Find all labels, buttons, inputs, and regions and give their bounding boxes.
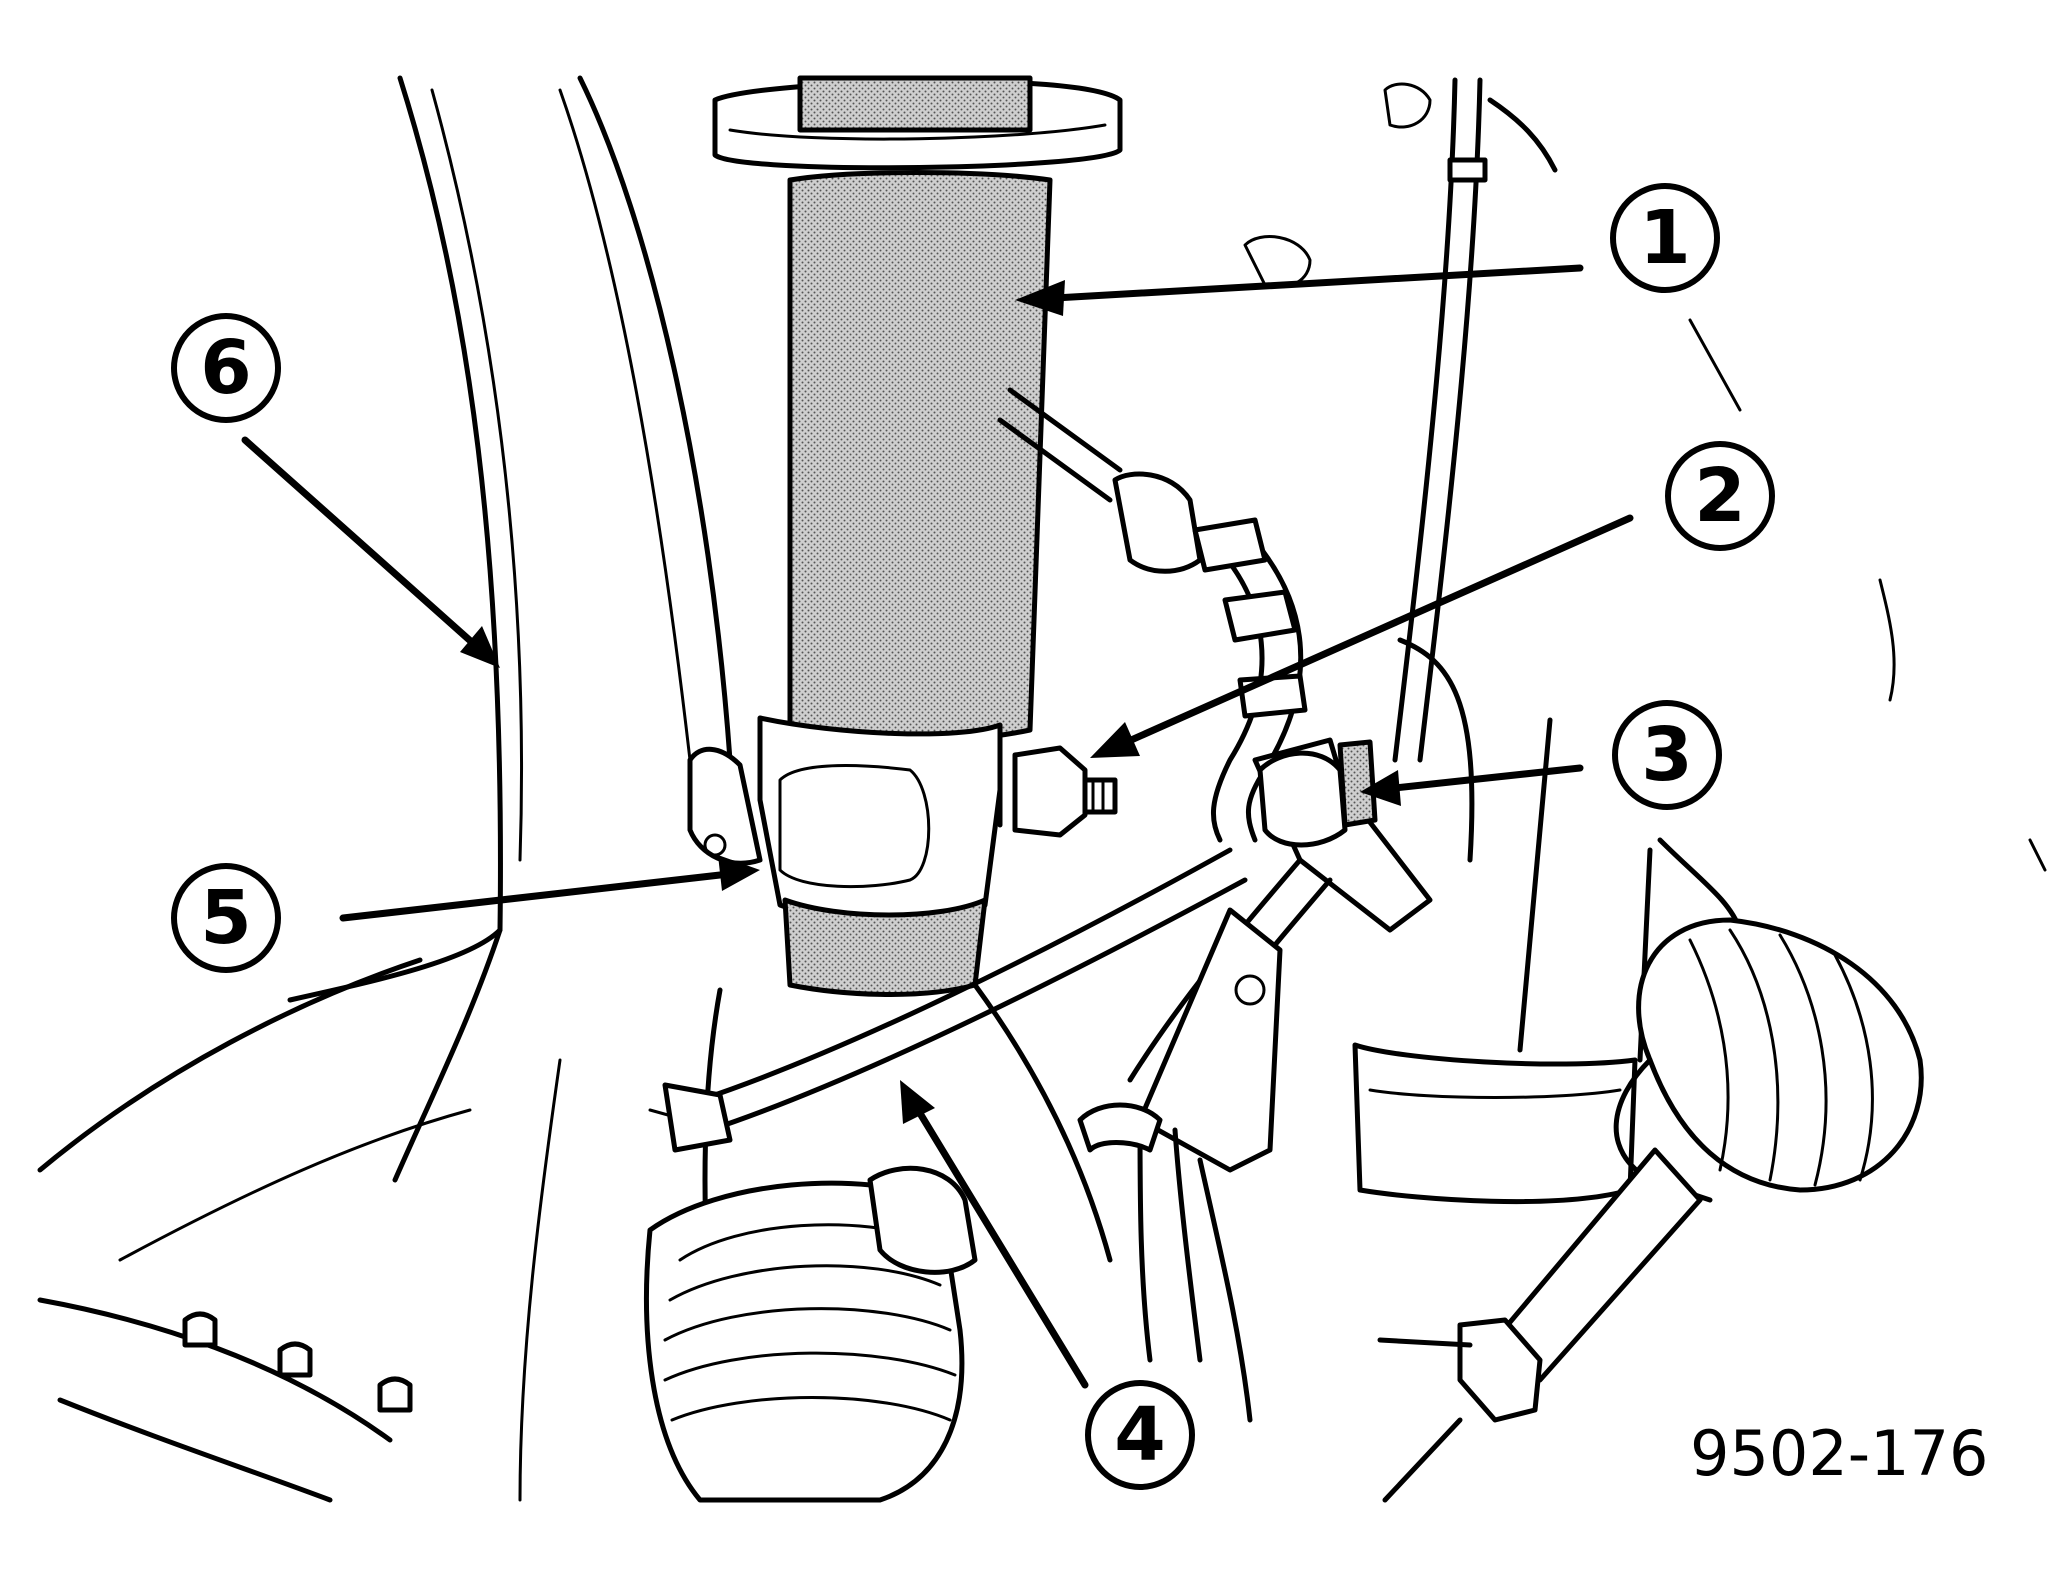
- callout-3: 3: [1612, 700, 1722, 810]
- callout-1-label: 1: [1639, 195, 1691, 281]
- callout-4-label: 4: [1114, 1392, 1166, 1478]
- pinch-bolt: [997, 745, 1118, 838]
- hose-bracket: [1077, 737, 1433, 1423]
- figure-number: 9502-176: [1690, 1417, 1989, 1490]
- leader-6: [241, 436, 500, 668]
- sensor-lead: [1243, 77, 1558, 763]
- brake-hose: [648, 517, 1308, 1153]
- stabilizer-link: [997, 387, 1203, 574]
- callout-2-label: 2: [1694, 453, 1746, 539]
- callout-5: 5: [171, 863, 281, 973]
- callout-5-label: 5: [200, 875, 252, 961]
- cv-boot-left: [644, 1165, 978, 1503]
- leader-2: [1090, 514, 1634, 758]
- callout-3-label: 3: [1641, 712, 1693, 798]
- leader-3: [1360, 764, 1584, 806]
- leader-5: [339, 855, 760, 922]
- steering-knuckle: [1352, 318, 2047, 1205]
- callout-2: 2: [1665, 441, 1775, 551]
- callout-4: 4: [1085, 1380, 1195, 1490]
- callout-6: 6: [171, 313, 281, 423]
- callout-1: 1: [1610, 183, 1720, 293]
- fender-wheelhouse: [37, 75, 733, 1503]
- cv-boot-right: [1377, 917, 1924, 1503]
- callout-6-label: 6: [200, 325, 252, 411]
- leader-1: [1015, 264, 1584, 316]
- strut-assembly: [687, 75, 1123, 1403]
- leader-4: [900, 1080, 1089, 1389]
